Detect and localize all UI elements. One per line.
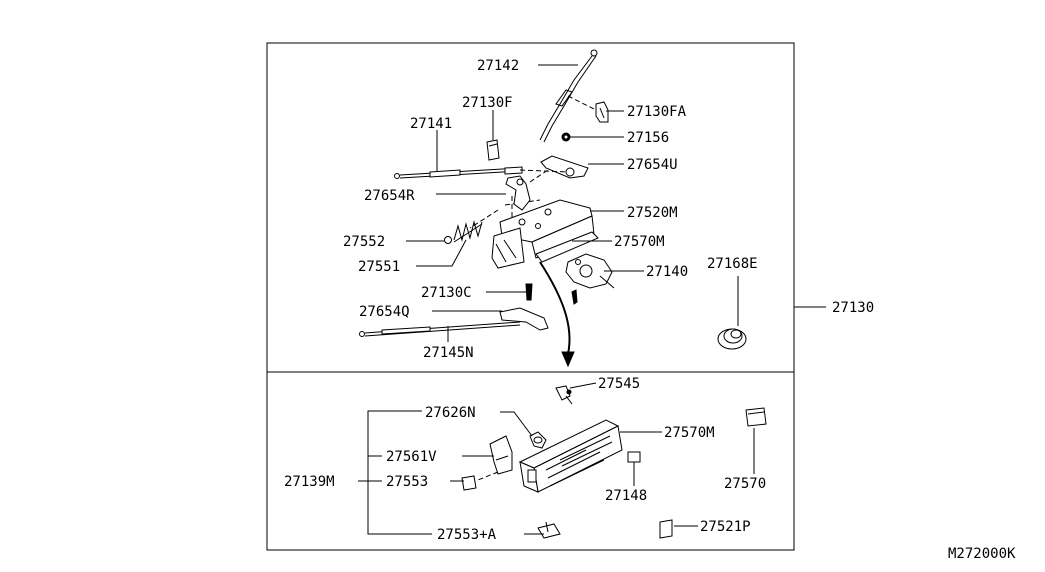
label-27654R: 27654R: [364, 188, 415, 204]
ball-27552-drawing: [444, 236, 452, 244]
screw-27140-drawing: [571, 289, 578, 305]
lever-27654U-drawing: [540, 155, 589, 179]
label-27148: 27148: [605, 488, 647, 504]
dash-27561V-27553: [477, 471, 499, 481]
pad-27521P-drawing: [659, 519, 673, 539]
assembly-dash-lines: [469, 169, 569, 238]
panel-27570M-drawing: [535, 231, 599, 263]
housing-27561V-drawing: [489, 435, 513, 475]
upper-panel-frame: [266, 42, 795, 551]
label-27570: 27570: [724, 476, 766, 492]
label-27570M-lower: 27570M: [664, 425, 715, 441]
knob-27168E-drawing: [717, 328, 747, 350]
label-27145N: 27145N: [423, 345, 474, 361]
cable-27145N-drawing: [359, 321, 521, 337]
label-27553A: 27553+A: [437, 527, 497, 543]
bracket-27139M: [358, 410, 432, 535]
bracket-27520M-drawing: [491, 199, 595, 269]
label-27130C: 27130C: [421, 285, 472, 301]
leader-27626N: [500, 411, 533, 437]
lens-27570-drawing: [745, 407, 767, 427]
cable-27142-drawing: [539, 49, 598, 143]
label-27130F: 27130F: [462, 95, 513, 111]
label-27654Q: 27654Q: [359, 304, 410, 320]
panel-27570M-lower-drawing: [518, 419, 623, 493]
control-27140-drawing: [565, 253, 615, 289]
arrow-to-lower-section: [539, 261, 575, 368]
spring-27551-drawing: [453, 220, 483, 243]
label-27552: 27552: [343, 234, 385, 250]
bulb-27545-drawing: [555, 385, 573, 405]
label-27130FA: 27130FA: [627, 104, 687, 120]
label-27654U: 27654U: [627, 157, 678, 173]
bulb-27626N-drawing: [529, 431, 547, 449]
label-27545: 27545: [598, 376, 640, 392]
label-27140: 27140: [646, 264, 688, 280]
washer-27156-drawing: [561, 132, 571, 142]
label-27521P: 27521P: [700, 519, 751, 535]
label-27141: 27141: [410, 116, 452, 132]
plug-27148-drawing: [627, 451, 641, 463]
label-27520M: 27520M: [627, 205, 678, 221]
label-27626N: 27626N: [425, 405, 476, 421]
leader-27545: [569, 382, 597, 389]
clip-27553A-drawing: [537, 521, 561, 539]
label-27139M: 27139M: [284, 474, 335, 490]
label-27570M-upper: 27570M: [614, 234, 665, 250]
cable-27141-drawing: [394, 166, 523, 179]
leader-dash-27130FA: [567, 95, 601, 113]
diagram-id: M272000K: [948, 546, 1016, 562]
label-27130: 27130: [832, 300, 874, 316]
label-27168E: 27168E: [707, 256, 758, 272]
clip-27130FA-drawing: [595, 101, 609, 123]
screw-27130C-drawing: [525, 283, 533, 301]
label-27553: 27553: [386, 474, 428, 490]
clip-27130F-drawing: [486, 139, 500, 161]
label-27551: 27551: [358, 259, 400, 275]
lever-27654R-drawing: [505, 175, 531, 211]
leader-27551: [416, 239, 467, 267]
label-27561V: 27561V: [386, 449, 437, 465]
clip-27553-drawing: [461, 475, 477, 491]
lever-27654Q-drawing: [499, 307, 549, 331]
label-27142: 27142: [477, 58, 519, 74]
label-27156: 27156: [627, 130, 669, 146]
